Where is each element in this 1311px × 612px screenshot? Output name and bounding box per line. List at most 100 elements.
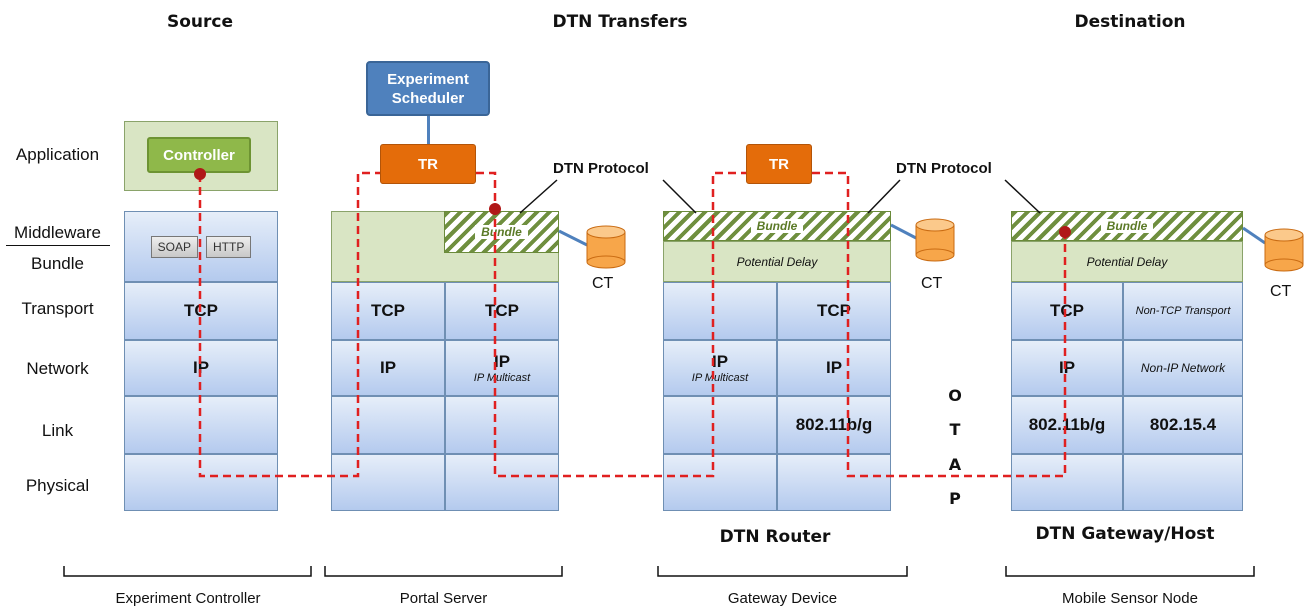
ct-label-router: CT <box>921 275 943 292</box>
portal-transport-left: TCP <box>331 282 445 340</box>
router-bundle-label: Bundle <box>750 219 804 233</box>
portal-ip-left: IP <box>379 358 397 377</box>
source-tcp: TCP <box>184 301 218 320</box>
scheduler-connector <box>427 116 430 144</box>
source-ip: IP <box>192 358 210 377</box>
dest-tcp: TCP <box>1050 301 1084 320</box>
source-link-cell <box>124 396 278 454</box>
dtn-protocol-label-1: DTN Protocol <box>553 160 649 177</box>
layer-transport: Transport <box>21 299 94 318</box>
dest-non-ip: Non-IP Network <box>1140 361 1226 375</box>
router-tcp: TCP <box>817 301 851 320</box>
bottom-label-controller: Experiment Controller <box>115 590 261 607</box>
bracket-portal <box>324 566 563 577</box>
portal-tcp-right: TCP <box>485 301 519 320</box>
router-link-right: 802.11b/g <box>777 396 891 454</box>
node-title-gateway: DTN Gateway/Host <box>1035 524 1215 544</box>
dest-bundle-label: Bundle <box>1100 219 1154 233</box>
experiment-scheduler-box[interactable]: Experiment Scheduler <box>366 61 490 116</box>
portal-bundle-label: Bundle <box>475 225 528 239</box>
protocol-callout-2b <box>1004 179 1041 214</box>
bottom-label-portal: Portal Server <box>399 590 488 607</box>
protocol-callout-2a <box>867 179 901 214</box>
header-source: Source <box>166 12 234 32</box>
ct-cylinder-dest <box>1264 228 1304 272</box>
bracket-gateway <box>657 566 908 577</box>
protocol-callout-1a <box>519 179 558 214</box>
soap-box: SOAP <box>150 235 198 258</box>
layer-application: Application <box>15 145 100 164</box>
bottom-label-gateway: Gateway Device <box>727 590 838 607</box>
layer-physical: Physical <box>25 476 90 495</box>
ct-connector-router <box>890 223 917 240</box>
scheduler-line2: Scheduler <box>391 89 465 107</box>
router-wifi: 802.11b/g <box>795 415 873 434</box>
layer-link: Link <box>41 421 74 440</box>
ct-cylinder-portal <box>586 225 626 269</box>
portal-physical-right <box>445 454 559 511</box>
ct-connector-dest <box>1242 226 1266 245</box>
tr-label-portal: TR <box>418 155 438 173</box>
portal-network-left: IP <box>331 340 445 396</box>
bottom-label-sensor: Mobile Sensor Node <box>1062 590 1198 607</box>
otap-letter-t: T <box>949 420 961 439</box>
portal-ip-right: IP <box>493 352 511 371</box>
router-physical-left <box>663 454 777 511</box>
ct-label-portal: CT <box>592 275 614 292</box>
dest-physical-left <box>1011 454 1123 511</box>
source-physical-cell <box>124 454 278 511</box>
router-transport-left <box>663 282 777 340</box>
router-ip-left: IP <box>711 352 729 371</box>
http-box: HTTP <box>206 235 252 258</box>
dest-transport-right: Non-TCP Transport <box>1123 282 1243 340</box>
dest-wifi: 802.11b/g <box>1028 415 1106 434</box>
tr-box-portal[interactable]: TR <box>380 144 476 184</box>
bracket-sensor <box>1005 566 1255 577</box>
layer-network: Network <box>26 359 89 378</box>
layer-divider <box>6 245 110 246</box>
portal-link-right <box>445 396 559 454</box>
otap-letter-a: A <box>948 455 962 474</box>
dest-bundle-box: Bundle <box>1011 211 1243 241</box>
layer-middleware: Middleware <box>14 223 101 242</box>
ct-label-dest: CT <box>1270 283 1292 300</box>
portal-bundle-box: Bundle <box>444 211 559 253</box>
router-potential-delay: Potential Delay <box>736 254 818 269</box>
scheduler-line1: Experiment <box>387 70 469 88</box>
router-link-left <box>663 396 777 454</box>
router-network-right: IP <box>777 340 891 396</box>
dest-delay-box: Potential Delay <box>1011 241 1243 282</box>
source-network-cell: IP <box>124 340 278 396</box>
router-physical-right <box>777 454 891 511</box>
otap-letter-p: P <box>949 489 961 508</box>
controller-box[interactable]: Controller <box>147 137 251 173</box>
dest-network-left: IP <box>1011 340 1123 396</box>
header-dtn-transfers: DTN Transfers <box>552 12 688 32</box>
node-title-router: DTN Router <box>719 527 831 547</box>
source-transport-cell: TCP <box>124 282 278 340</box>
tr-box-router[interactable]: TR <box>746 144 812 184</box>
protocol-callout-1b <box>662 179 697 214</box>
dest-physical-right <box>1123 454 1243 511</box>
router-delay-box: Potential Delay <box>663 241 891 282</box>
dtn-protocol-label-2: DTN Protocol <box>896 160 992 177</box>
bracket-controller <box>63 566 312 577</box>
router-bundle-box: Bundle <box>663 211 891 241</box>
dest-zigbee: 802.15.4 <box>1149 415 1217 434</box>
controller-label: Controller <box>163 146 235 164</box>
portal-network-right: IP IP Multicast <box>445 340 559 396</box>
otap-letter-o: O <box>948 386 962 405</box>
ct-cylinder-router <box>915 218 955 262</box>
dest-link-left: 802.11b/g <box>1011 396 1123 454</box>
router-network-left: IP IP Multicast <box>663 340 777 396</box>
router-transport-right: TCP <box>777 282 891 340</box>
dest-transport-left: TCP <box>1011 282 1123 340</box>
dest-link-right: 802.15.4 <box>1123 396 1243 454</box>
portal-physical-left <box>331 454 445 511</box>
tr-label-router: TR <box>769 155 789 173</box>
dest-network-right: Non-IP Network <box>1123 340 1243 396</box>
ct-connector-portal <box>558 229 588 247</box>
portal-transport-right: TCP <box>445 282 559 340</box>
layer-bundle: Bundle <box>31 254 84 273</box>
portal-link-left <box>331 396 445 454</box>
